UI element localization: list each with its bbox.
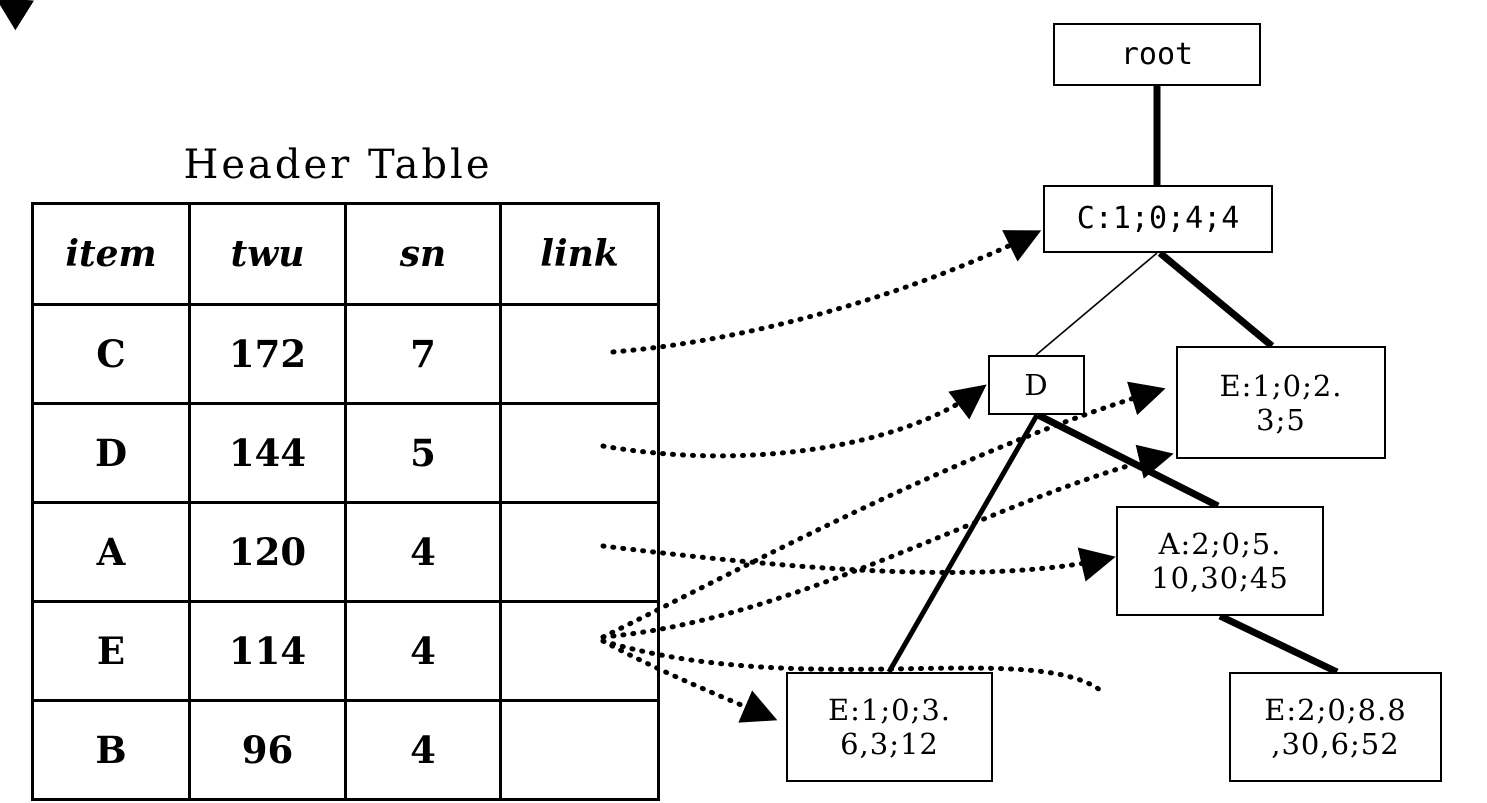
- cell-item: C: [31, 303, 191, 405]
- cell-twu: 96: [188, 699, 347, 801]
- column-header-link: link: [499, 202, 660, 306]
- tree-node-root[interactable]: root: [1053, 23, 1261, 86]
- link-edge-E-2: [600, 444, 1174, 640]
- cell-sn: 7: [344, 303, 502, 405]
- tree-node-e1[interactable]: E:1;0;2. 3;5: [1176, 346, 1386, 459]
- table-row[interactable]: B 96 4: [31, 699, 660, 801]
- cell-link: [499, 303, 660, 405]
- table-row[interactable]: C 172 7: [31, 303, 660, 405]
- column-header-sn: sn: [344, 202, 502, 306]
- edge-c-to-e1: [1157, 250, 1275, 349]
- cell-sn: 5: [344, 402, 502, 504]
- tree-node-e2[interactable]: E:1;0;3. 6,3;12: [786, 672, 993, 782]
- cell-item: D: [31, 402, 191, 504]
- cell-link: [499, 501, 660, 603]
- cell-twu: 114: [188, 600, 347, 702]
- cell-twu: 172: [188, 303, 347, 405]
- cell-link: [499, 402, 660, 504]
- link-edge-E-1: [600, 381, 1166, 640]
- table-header-row: item twu sn link: [31, 202, 660, 306]
- cell-twu: 120: [188, 501, 347, 603]
- table-row[interactable]: D 144 5: [31, 402, 660, 504]
- tree-node-c[interactable]: C:1;0;4;4: [1043, 185, 1273, 253]
- tree-node-a[interactable]: A:2;0;5. 10,30;45: [1116, 506, 1324, 616]
- edge-d-to-e2: [886, 413, 1040, 674]
- link-edge-C: [610, 230, 1042, 355]
- cell-sn: 4: [344, 699, 502, 801]
- edge-c-to-d: [1035, 252, 1158, 356]
- cell-item: A: [31, 501, 191, 603]
- cell-twu: 144: [188, 402, 347, 504]
- cell-link: [499, 600, 660, 702]
- table-row[interactable]: E 114 4: [31, 600, 660, 702]
- tree-node-e3[interactable]: E:2;0;8.8 ,30,6;52: [1229, 672, 1442, 782]
- tree-node-d[interactable]: D: [988, 355, 1085, 415]
- column-header-twu: twu: [188, 202, 347, 306]
- cell-item: E: [31, 600, 191, 702]
- cell-item: B: [31, 699, 191, 801]
- page-title: Header Table: [183, 142, 493, 188]
- table-row[interactable]: A 120 4: [31, 501, 660, 603]
- cell-link: [499, 699, 660, 801]
- edge-a-to-e3: [1218, 612, 1339, 676]
- link-edge-A: [600, 543, 1116, 582]
- cell-sn: 4: [344, 501, 502, 603]
- column-header-item: item: [31, 202, 191, 306]
- cell-sn: 4: [344, 600, 502, 702]
- header-table: item twu sn link C 172 7 D 144 5 A 120: [31, 202, 660, 801]
